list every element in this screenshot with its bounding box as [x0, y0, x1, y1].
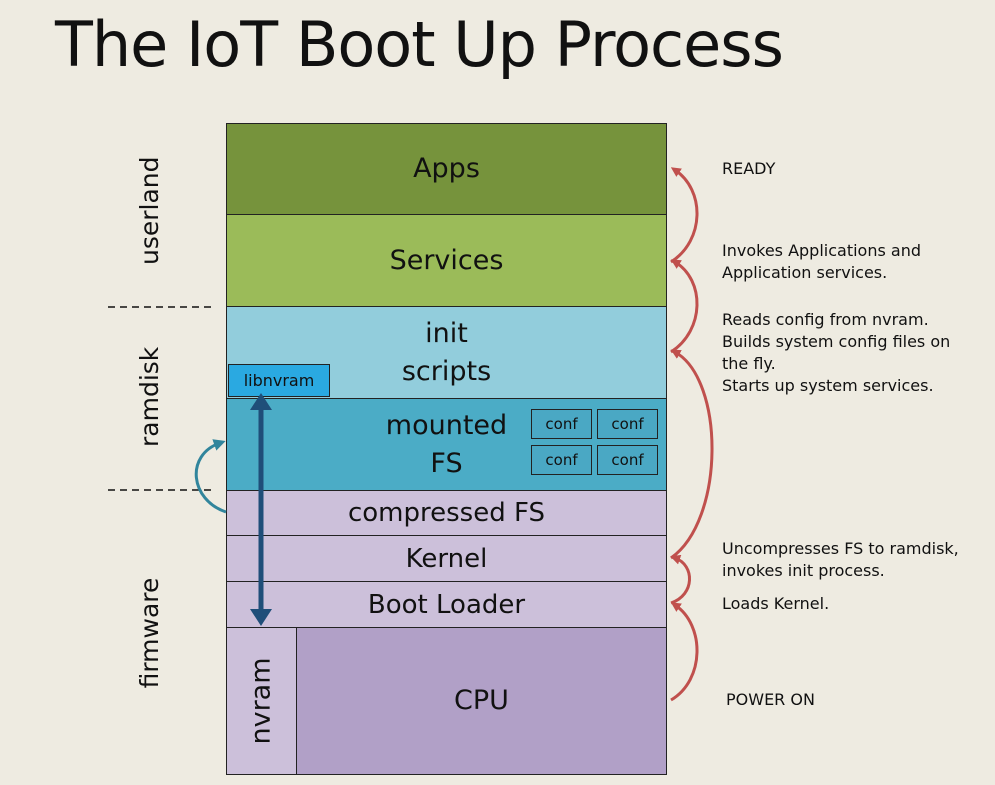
note-init-line: Builds system config files on — [722, 332, 951, 351]
red-arrow-bootloader-to-kernel — [670, 554, 691, 605]
mounted-label-line2: FS — [430, 447, 463, 479]
mounted-fs-layer: mounted FS — [226, 398, 667, 491]
note-services-line: Application services. — [722, 263, 888, 282]
note-init-line: Starts up system services. — [722, 376, 934, 395]
note-init: Reads config from nvram. Builds system c… — [722, 309, 950, 397]
note-kernel: Uncompresses FS to ramdisk, invokes init… — [722, 538, 959, 582]
cpu-layer: CPU — [296, 627, 667, 775]
note-services: Invokes Applications and Application ser… — [722, 240, 921, 284]
note-init-line: Reads config from nvram. — [722, 310, 929, 329]
init-scripts-layer: init scripts — [226, 306, 667, 399]
services-layer: Services — [226, 214, 667, 307]
nvram-arrow-head-down — [250, 609, 272, 626]
teal-curved-arrow — [194, 439, 227, 514]
note-kernel-line: Uncompresses FS to ramdisk, — [722, 539, 959, 558]
cpu-label: CPU — [454, 685, 509, 716]
services-label: Services — [389, 244, 504, 276]
compressed-fs-layer: compressed FS — [226, 490, 667, 536]
conf-box: conf — [531, 409, 592, 439]
init-label-line1: init — [425, 317, 468, 349]
note-power-on: POWER ON — [726, 690, 815, 709]
red-arrow-cpu-to-bootloader — [670, 602, 699, 702]
note-ready: READY — [722, 159, 776, 178]
red-arrow-kernel-to-init — [670, 349, 714, 560]
compressed-fs-label: compressed FS — [347, 498, 545, 528]
kernel-label: Kernel — [405, 543, 488, 574]
conf-box: conf — [597, 445, 658, 475]
note-kernel-line: invokes init process. — [722, 561, 885, 580]
libnvram-box: libnvram — [228, 364, 330, 397]
mounted-label-line1: mounted — [385, 409, 508, 441]
note-services-line: Invokes Applications and — [722, 241, 921, 260]
boot-loader-layer: Boot Loader — [226, 581, 667, 628]
note-init-line: the fly. — [722, 354, 776, 373]
boot-loader-label: Boot Loader — [367, 589, 526, 620]
init-label-line2: scripts — [401, 355, 492, 387]
nvram-block: nvram — [226, 627, 297, 775]
conf-box: conf — [531, 445, 592, 475]
conf-box: conf — [597, 409, 658, 439]
apps-layer: Apps — [226, 123, 667, 215]
nvram-arrow-head-up — [250, 393, 272, 410]
note-bootloader: Loads Kernel. — [722, 594, 830, 613]
page-title: The IoT Boot Up Process — [55, 8, 784, 81]
red-arrow-services-to-apps — [670, 167, 699, 264]
red-arrow-init-to-services — [670, 259, 699, 354]
apps-label: Apps — [413, 153, 480, 184]
